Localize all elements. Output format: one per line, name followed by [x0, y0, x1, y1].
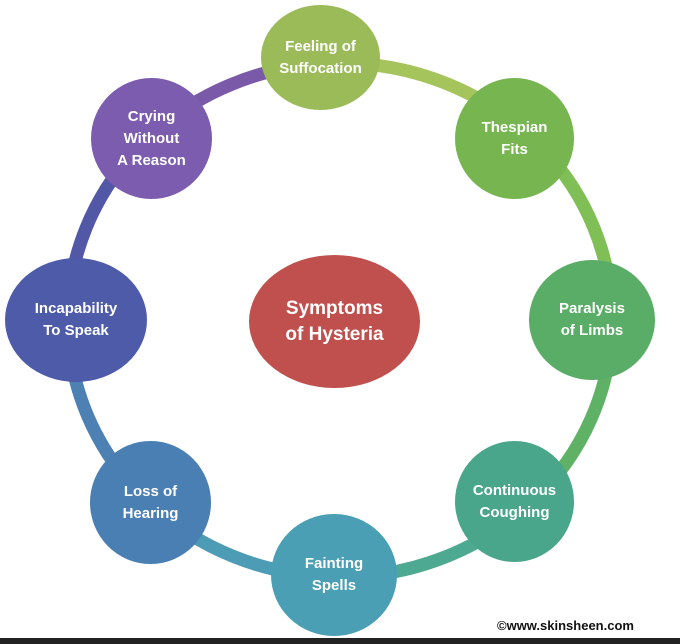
node-crying-without-a-reason: Crying Without A Reason — [91, 78, 212, 199]
node-feeling-of-suffocation: Feeling of Suffocation — [261, 5, 380, 110]
center-node: Symptoms of Hysteria — [249, 255, 420, 388]
copyright-text: ©www.skinsheen.com — [497, 618, 634, 633]
node-paralysis-of-limbs: Paralysis of Limbs — [529, 260, 655, 380]
node-continuous-coughing: Continuous Coughing — [455, 441, 574, 562]
node-incapability-to-speak: Incapability To Speak — [5, 258, 147, 382]
bottom-rule — [0, 638, 680, 644]
node-thespian-fits: Thespian Fits — [455, 78, 574, 199]
node-fainting-spells: Fainting Spells — [271, 514, 397, 636]
node-loss-of-hearing: Loss of Hearing — [90, 441, 211, 564]
